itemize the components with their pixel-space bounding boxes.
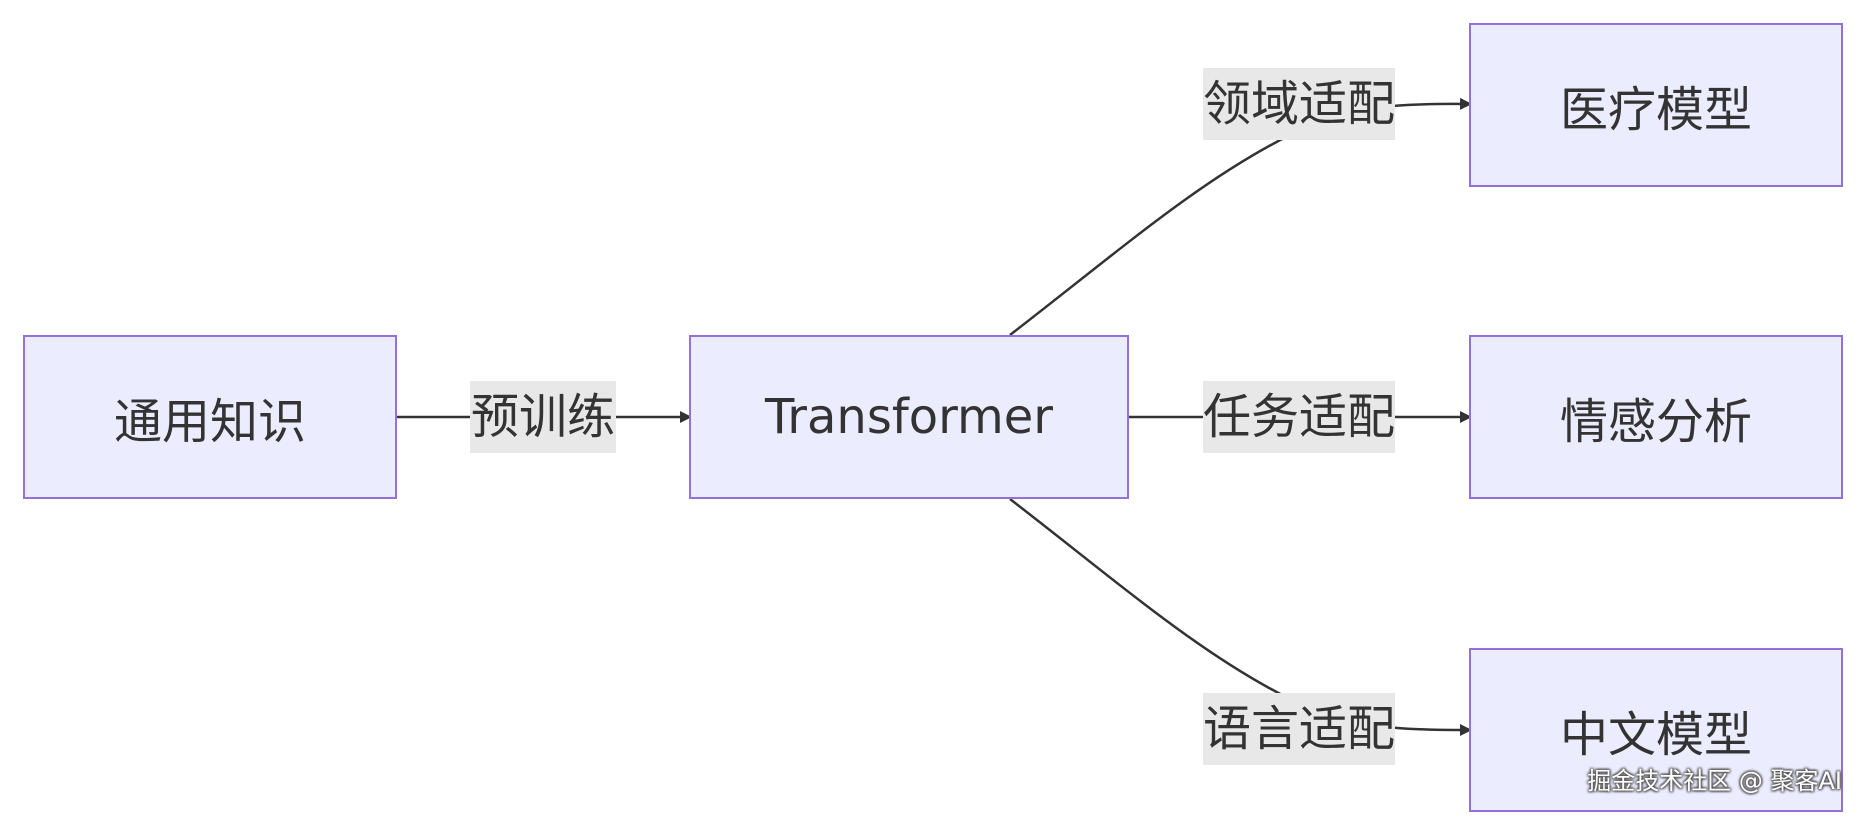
node-sentiment-analysis: 情感分析 (1469, 335, 1843, 499)
edge-language-adapt (1009, 498, 1472, 736)
edge-label-task-adapt: 任务适配 (1203, 381, 1395, 453)
edge-label-pretrain: 预训练 (470, 381, 616, 453)
edge-label-domain-adapt: 领域适配 (1203, 68, 1395, 140)
edge-domain-adapt (1009, 97, 1472, 336)
watermark: 掘金技术社区 @ 聚客AI (1587, 767, 1842, 795)
node-medical-model: 医疗模型 (1469, 23, 1843, 187)
edge-label-language-adapt: 语言适配 (1203, 693, 1395, 765)
node-general-knowledge: 通用知识 (23, 335, 397, 499)
node-transformer: Transformer (689, 335, 1129, 499)
node-chinese-model: 中文模型 (1469, 648, 1843, 812)
